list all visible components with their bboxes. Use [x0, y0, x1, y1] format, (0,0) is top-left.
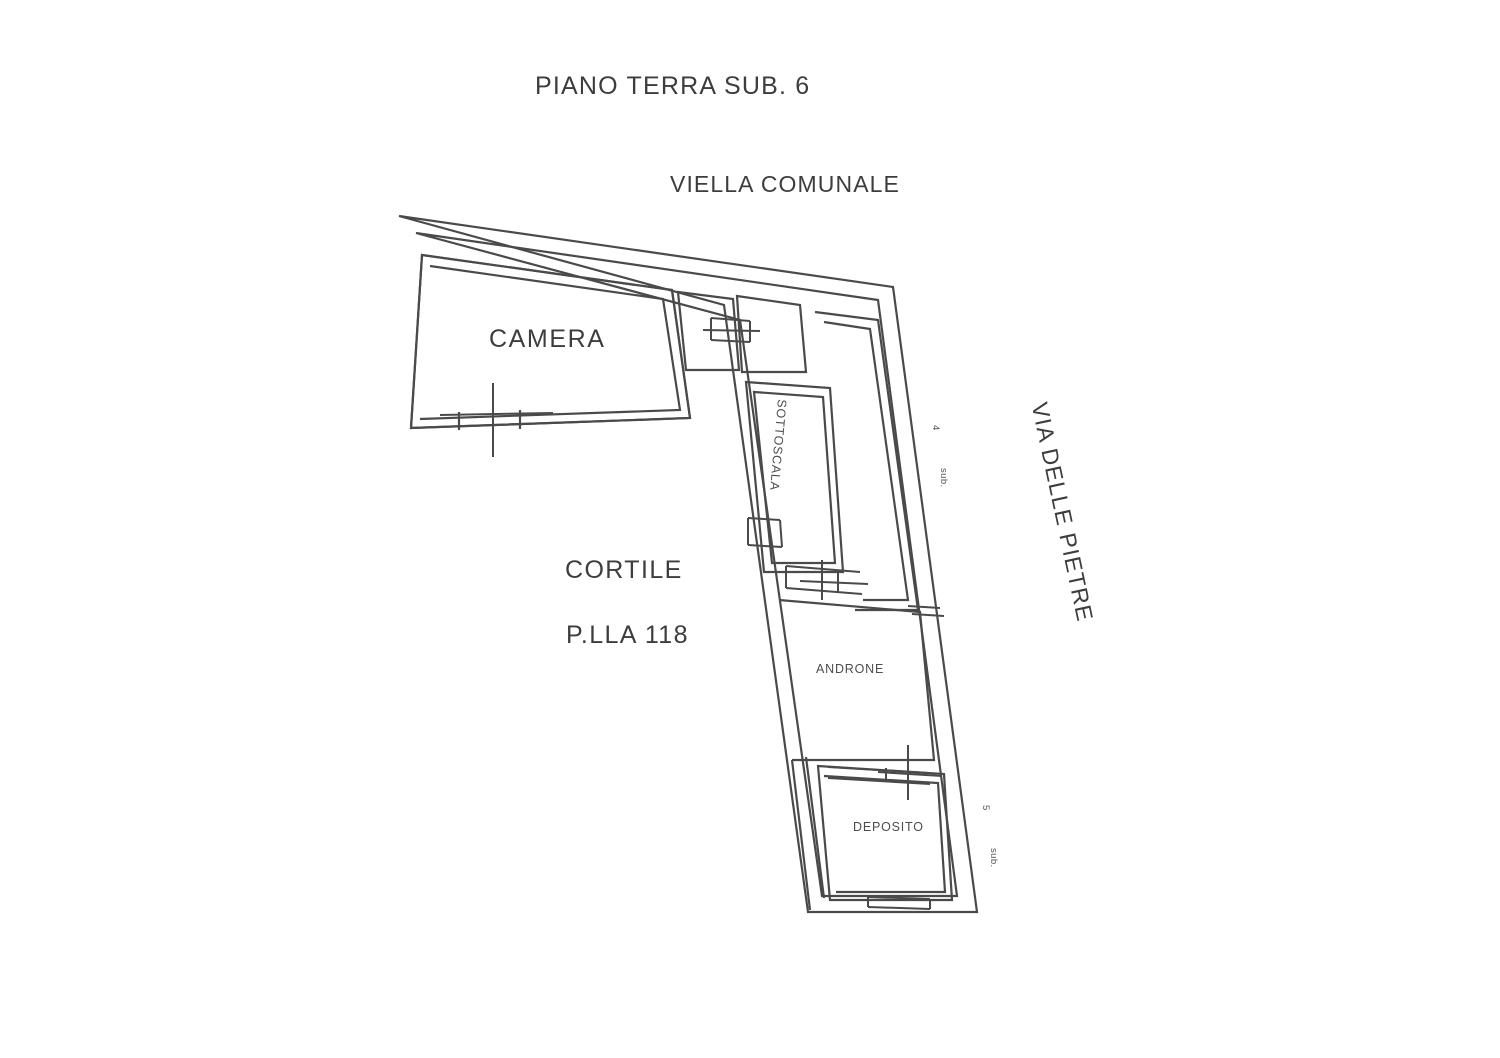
stair-top-door-marks	[702, 317, 761, 343]
androne-right-notch	[907, 605, 945, 617]
camera-room-walls	[409, 253, 692, 430]
camera-door-swing	[439, 383, 554, 457]
room-label-camera: CAMERA	[489, 325, 606, 353]
subunit-abbrev-5: sub.	[988, 848, 999, 868]
sottoscala-room	[744, 380, 845, 574]
deposito-door-top	[827, 745, 943, 800]
deposito-door-bottom	[867, 896, 931, 910]
room-label-androne: ANDRONE	[816, 662, 885, 676]
subunit-number-4: 4	[930, 425, 941, 431]
subunit-number-5: 5	[980, 805, 991, 811]
androne-room	[778, 598, 936, 762]
room-label-deposito: DEPOSITO	[853, 820, 924, 834]
parcel-label: P.LLA 118	[566, 621, 689, 649]
sottoscala-door-marks	[747, 517, 783, 548]
courtyard-label: CORTILE	[565, 556, 683, 584]
lower-wing-left-wall	[790, 756, 826, 911]
street-label-top: VIELLA COMUNALE	[670, 171, 900, 197]
building-inner-wall	[415, 231, 959, 898]
androne-upper-door	[785, 560, 869, 600]
building-outer-wall	[398, 214, 979, 914]
stair-top-cell	[676, 290, 808, 374]
subunit-abbrev-4: sub.	[938, 468, 949, 488]
page-title: PIANO TERRA SUB. 6	[535, 72, 811, 100]
